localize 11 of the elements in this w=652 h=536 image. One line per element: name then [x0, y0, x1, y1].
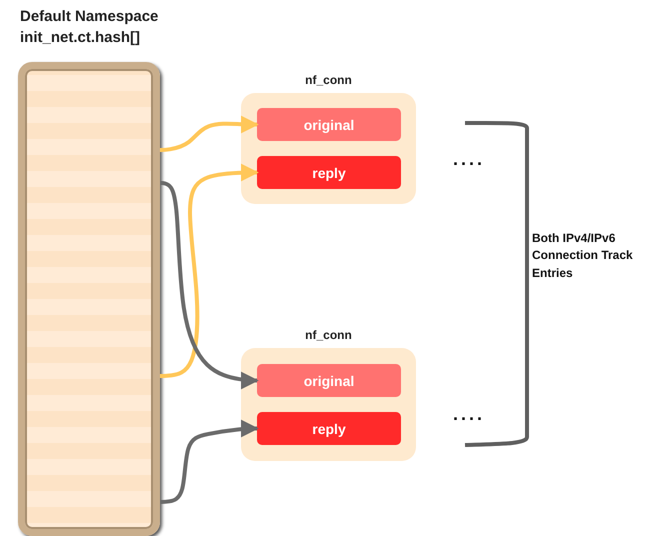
entry-field: original — [257, 364, 401, 397]
entry-field: original — [257, 108, 401, 141]
ellipsis: .... — [453, 403, 486, 426]
heading: Default Namespace init_net.ct.hash[] — [20, 7, 160, 48]
entry-field: reply — [257, 156, 401, 189]
arrow — [159, 116, 259, 152]
heading: nf_conn — [304, 327, 353, 344]
heading: nf_conn — [304, 72, 353, 89]
bracket-label: Both IPv4/IPv6 Connection Track Entries — [532, 230, 634, 282]
entry-field: reply — [257, 412, 401, 445]
ellipsis: .... — [453, 148, 486, 171]
